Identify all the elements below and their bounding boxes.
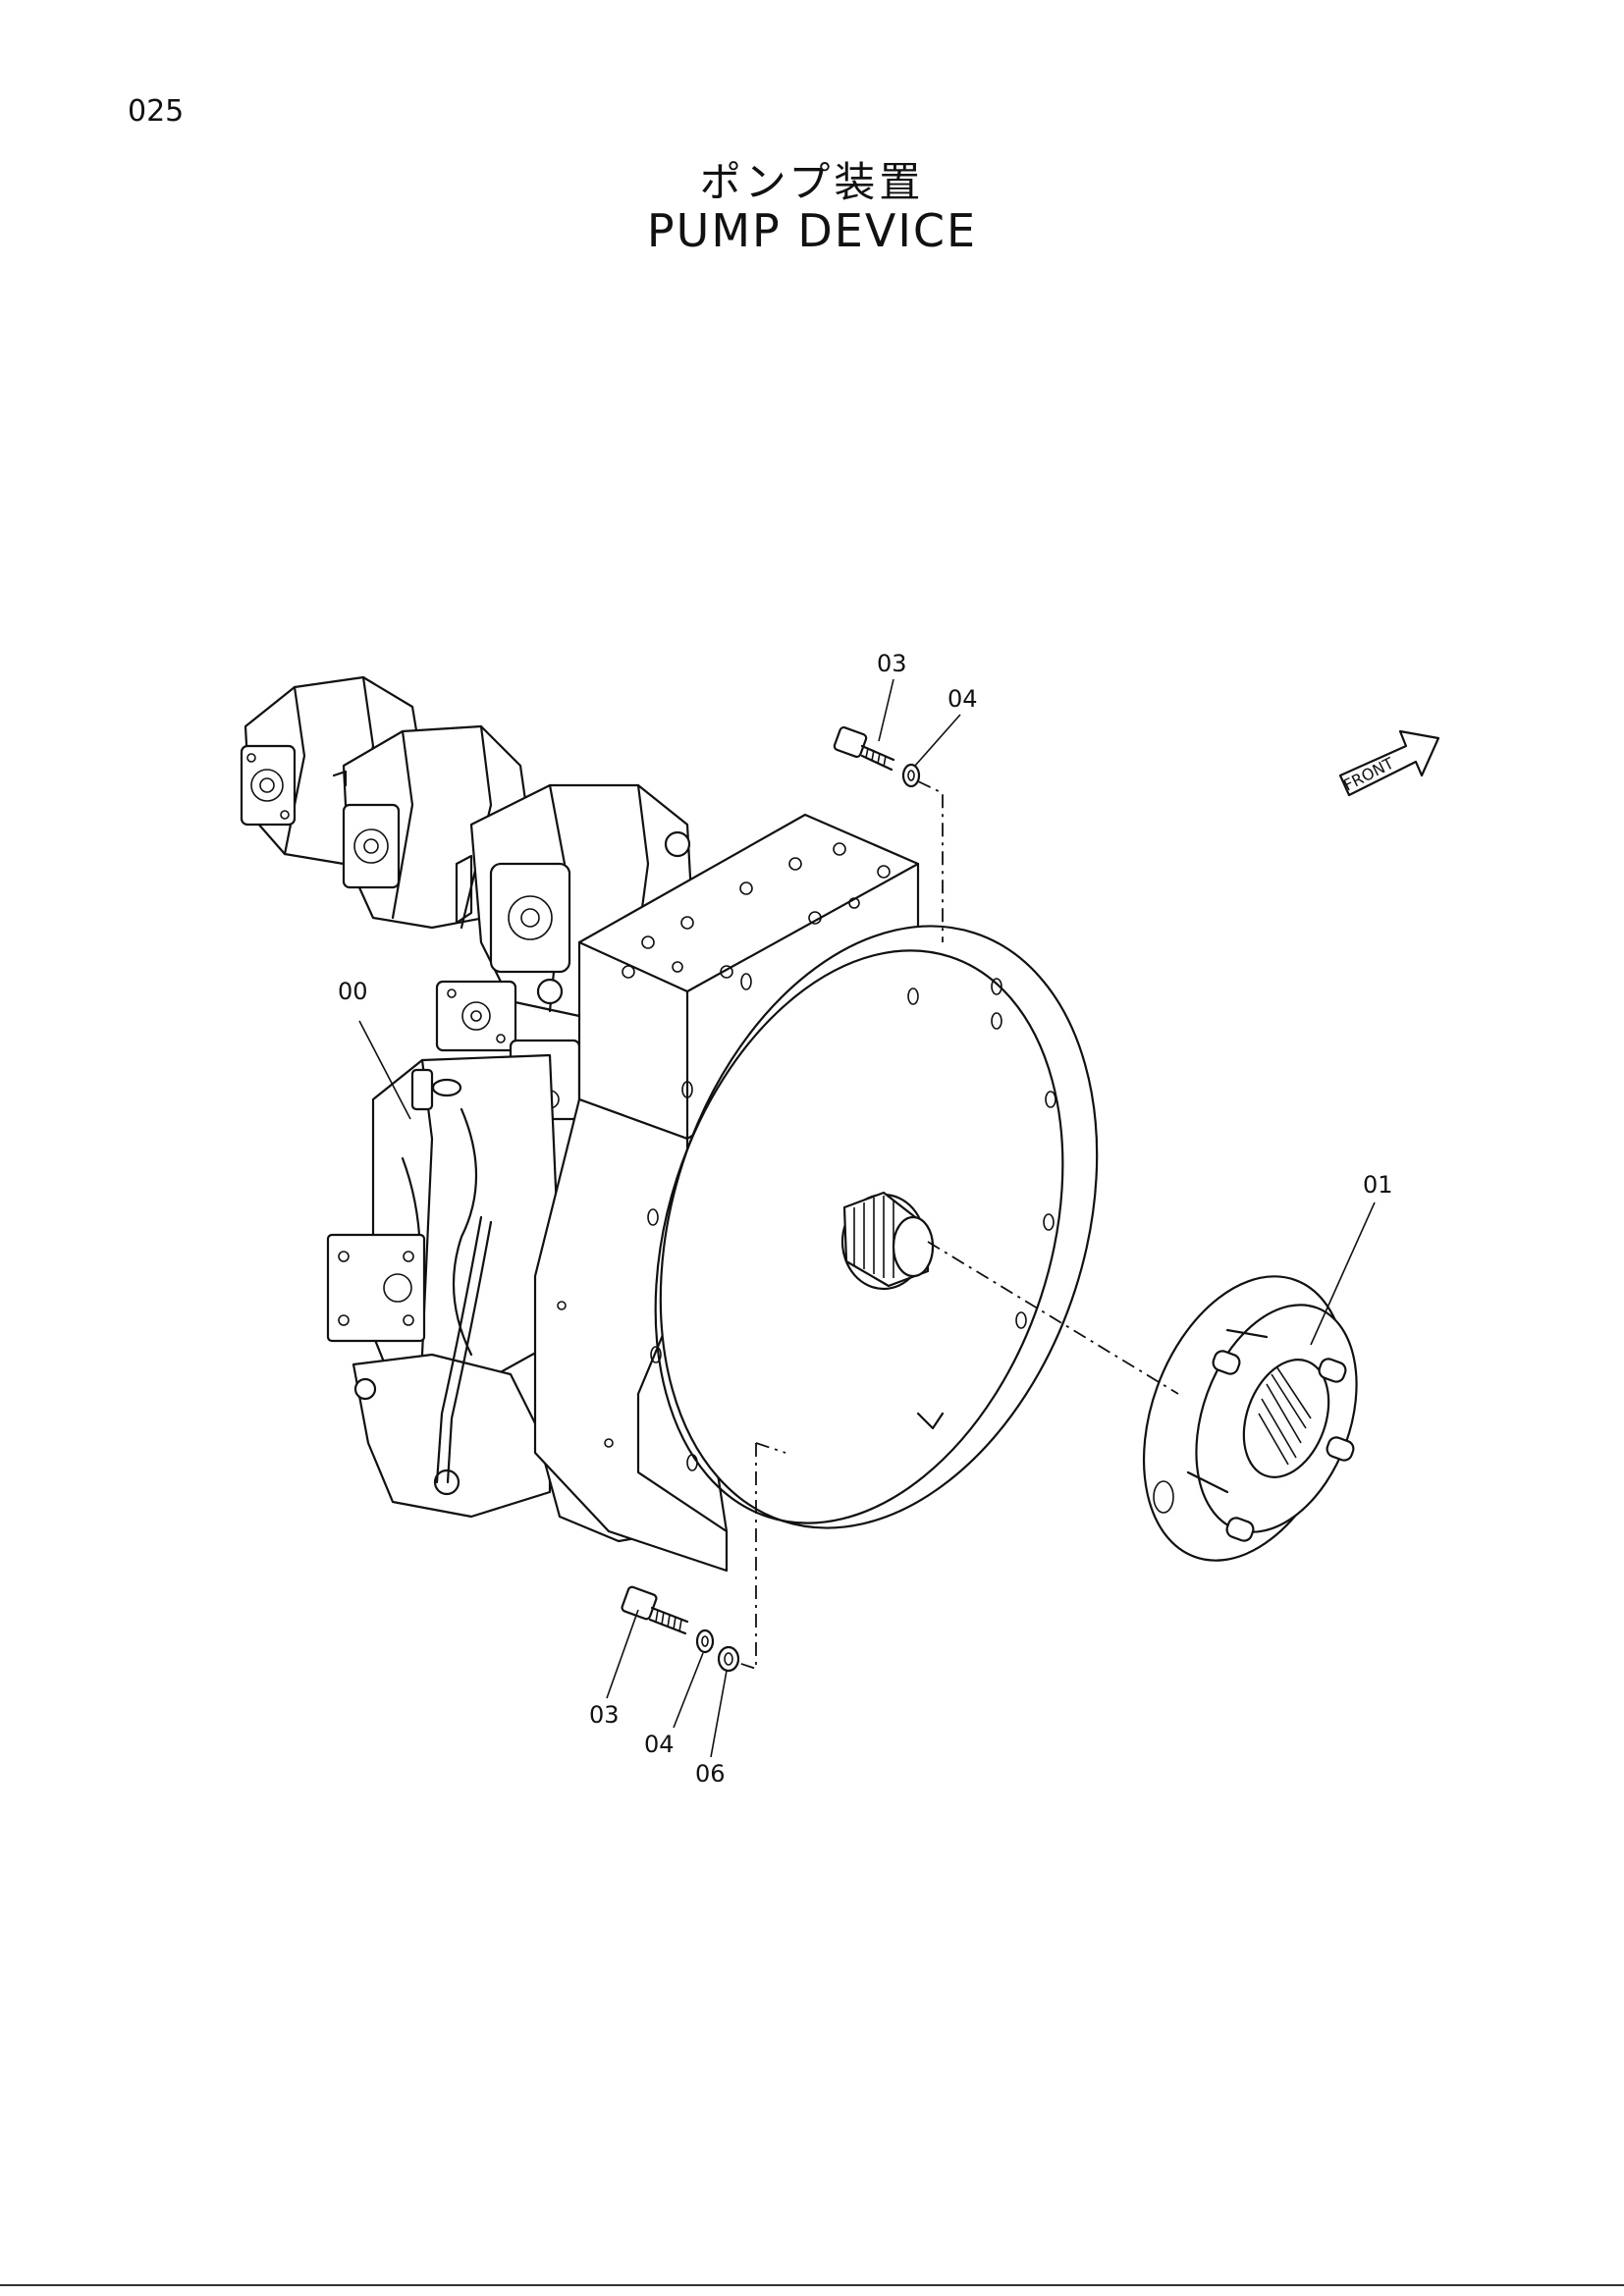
washer-part-06: [717, 1645, 740, 1673]
callout-label-03-top: 03: [877, 650, 907, 677]
washer-part-04-top: [901, 763, 921, 788]
callout-label-04-top: 04: [947, 685, 978, 713]
page-title-japanese: ポンプ装置: [699, 158, 925, 206]
callout-label-06: 06: [695, 1760, 726, 1788]
leader-lines: [358, 678, 1376, 1758]
bolt-part-03-bottom: [621, 1585, 689, 1635]
page-number: 025: [128, 94, 185, 129]
callout-label-00: 00: [338, 978, 368, 1005]
bolt-part-03-top: [833, 725, 895, 772]
callout-label-01: 01: [1363, 1171, 1393, 1199]
front-arrow-icon: FRONT: [1338, 729, 1440, 797]
flywheel-housing-flange: [647, 925, 1099, 1529]
front-label: FRONT: [1340, 754, 1397, 795]
coupling-part-01: [1142, 1275, 1358, 1562]
callout-label-03-bottom: 03: [589, 1701, 620, 1729]
callout-label-04-bottom: 04: [644, 1731, 675, 1758]
page-title-english: PUMP DEVICE: [646, 204, 978, 257]
spline-shaft: [840, 1191, 935, 1291]
washer-part-04-bottom: [695, 1629, 715, 1654]
bottom-divider: [0, 2284, 1624, 2286]
